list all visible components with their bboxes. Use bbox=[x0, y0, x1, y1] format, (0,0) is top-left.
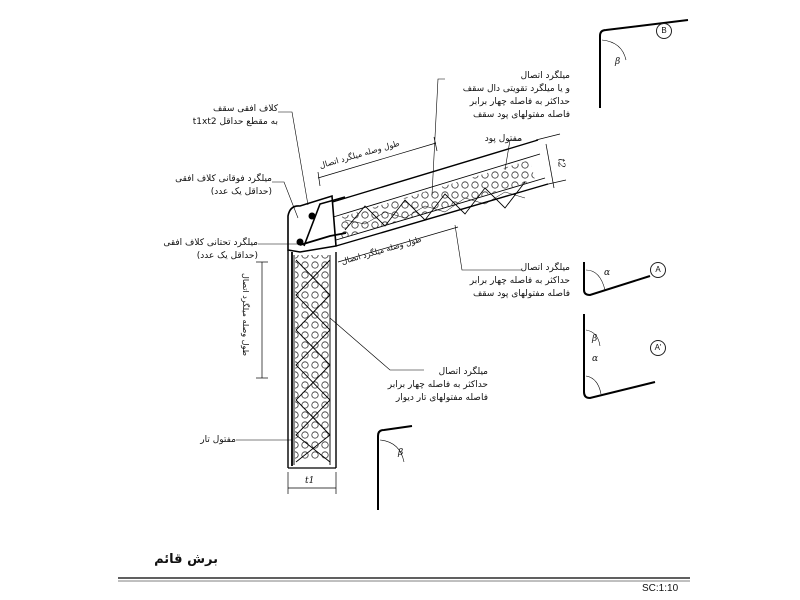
tie-beam bbox=[287, 194, 347, 466]
detail-b-marker: B bbox=[656, 23, 672, 39]
beta-angle-label: β bbox=[615, 57, 621, 67]
wall-panel bbox=[287, 250, 337, 469]
leader-lines bbox=[236, 78, 522, 441]
bottom-rebar-label: میلگرد تحتانی کلاف افقی (حداقل یک عدد) bbox=[163, 238, 258, 261]
scale-label: SC:1:10 bbox=[642, 583, 679, 594]
wall-connection-label: میلگرد اتصال حداکثر به فاصله چهار برابر … bbox=[387, 367, 488, 403]
dimension-t1 bbox=[287, 472, 337, 494]
lap-dimensions bbox=[256, 136, 459, 379]
detail-a bbox=[583, 262, 651, 297]
detail-a-prime bbox=[583, 314, 656, 400]
beta-angle-label-2: β bbox=[592, 334, 598, 344]
dimension-t2 bbox=[535, 133, 567, 189]
t2-label: t2 bbox=[555, 158, 566, 168]
roof-connection-label: میلگرد اتصال و یا میلگرد تقویتی دال سقف … bbox=[462, 71, 570, 120]
top-rebar-label: میلگرد فوقانی کلاف افقی (حداقل یک عدد) bbox=[175, 174, 272, 197]
connection-lower-label: میلگرد اتصال حداکثر به فاصله چهار برابر … bbox=[469, 263, 570, 299]
alpha-angle-label-2: α bbox=[592, 354, 599, 364]
lap-length-wall: طول وصله میلگرد اتصال bbox=[240, 273, 250, 356]
alpha-angle-label: α bbox=[604, 268, 611, 278]
detail-b-bottom bbox=[377, 425, 413, 510]
warp-wire-label: مفتول تار bbox=[200, 435, 236, 445]
page-title: برش قائم bbox=[154, 552, 218, 567]
weft-wire-label: مفتول پود bbox=[484, 134, 522, 144]
t1-label: t1 bbox=[305, 476, 315, 486]
detail-a-marker: A bbox=[650, 262, 666, 278]
roof-tie-label: کلاف افقی سقف به مقطع حداقل t1xt2 bbox=[192, 104, 278, 127]
detail-a-prime-marker: A' bbox=[650, 340, 666, 356]
detail-b bbox=[599, 19, 689, 108]
roof-panel bbox=[295, 139, 549, 247]
beta-angle-label-3: β bbox=[398, 448, 404, 458]
